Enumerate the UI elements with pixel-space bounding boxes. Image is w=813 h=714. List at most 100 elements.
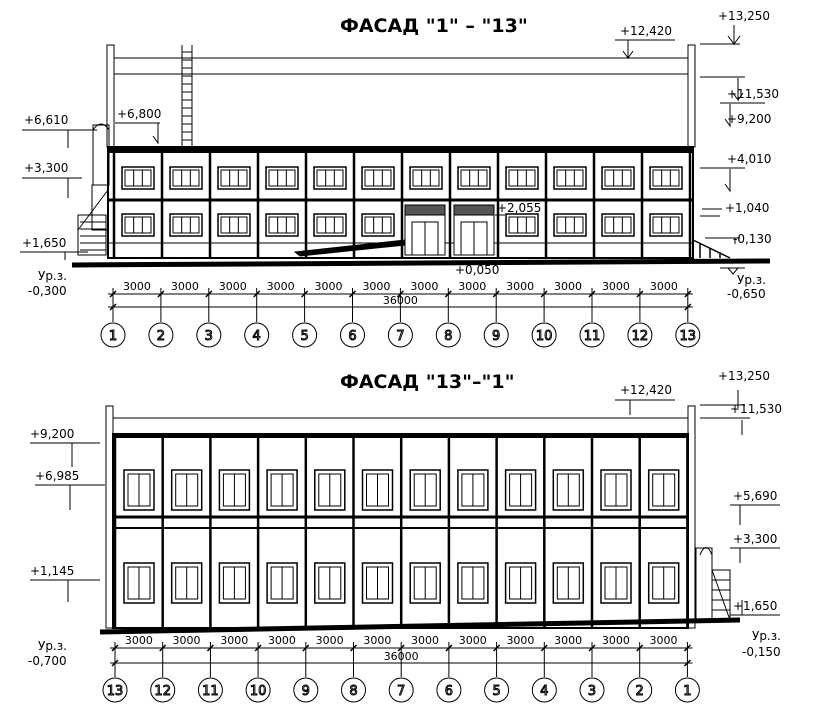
axis-bubble [579, 677, 605, 703]
level-label: +1,040 [725, 201, 769, 215]
axis-label: 8 [444, 329, 452, 344]
axis-bubble [388, 677, 414, 703]
window [121, 166, 155, 190]
window [169, 213, 203, 237]
window [409, 469, 441, 511]
level-label: -0,650 [727, 287, 766, 301]
top-facade [71, 44, 771, 268]
axis-bubble [293, 677, 319, 703]
bottom-right-post [687, 405, 696, 629]
window [123, 562, 155, 604]
axis-label: 7 [396, 329, 404, 344]
window [169, 166, 203, 190]
axis-bubble [387, 322, 413, 348]
total-dimension: 36000 [383, 294, 418, 307]
axis-label: 12 [154, 684, 171, 699]
bay-dimension: 3000 [362, 280, 390, 293]
bay-dimension: 3000 [363, 634, 391, 647]
axis-label: 2 [636, 684, 644, 699]
axis-bubble [627, 322, 653, 348]
axis-bubble [531, 677, 557, 703]
window [217, 213, 251, 237]
level-label: +11,530 [727, 87, 779, 101]
level-label: +6,610 [24, 113, 68, 127]
bottom-facade [99, 405, 741, 635]
window [218, 469, 251, 511]
level-markers [20, 25, 780, 616]
bay-dimension: 3000 [316, 634, 344, 647]
bay-dimension: 3000 [650, 280, 678, 293]
ground-level-value: -0,700 [28, 654, 67, 668]
top-ground-line [71, 258, 771, 268]
bay-dimension: 3000 [650, 634, 678, 647]
level-label: +12,420 [620, 383, 672, 397]
axis-label: 12 [632, 329, 649, 344]
level-label: -0,130 [733, 232, 772, 246]
level-label: +2,055 [497, 201, 541, 215]
window [409, 562, 441, 604]
window [313, 213, 347, 237]
axis-bubble [244, 322, 270, 348]
bay-dimension: 3000 [506, 634, 534, 647]
window [457, 166, 491, 190]
axis-bubble [579, 322, 605, 348]
window [552, 469, 585, 511]
axis-label: 5 [300, 329, 308, 344]
level-label: +9,200 [30, 427, 74, 441]
axis-label: 10 [250, 684, 267, 699]
window [600, 562, 632, 604]
bay-dimension: 3000 [125, 634, 153, 647]
axis-bubble [436, 677, 462, 703]
left-stair [77, 184, 109, 256]
axis-label: 7 [397, 684, 405, 699]
axis-label: 4 [253, 329, 261, 344]
axis-bubble [627, 677, 653, 703]
axis-bubble [531, 322, 557, 348]
bay-dimension: 3000 [458, 280, 486, 293]
level-label: +9,200 [727, 112, 771, 126]
bay-dimension: 3000 [219, 280, 247, 293]
entrance-doors [404, 204, 495, 256]
bay-dimension: 3000 [411, 634, 439, 647]
window [504, 562, 537, 604]
window [361, 166, 395, 190]
axis-bubble [674, 677, 700, 703]
level-label: +5,690 [733, 489, 777, 503]
axis-bubble [245, 677, 271, 703]
axis-bubble [483, 322, 509, 348]
left-rooftop-post [106, 44, 115, 148]
window [553, 166, 587, 190]
window [601, 213, 635, 237]
ground-level-label: Ур.з. [38, 269, 67, 283]
axis-bubble [484, 677, 510, 703]
ground-level-label: Ур.з. [737, 273, 766, 287]
axis-bubble [675, 322, 701, 348]
axis-label: 5 [492, 684, 500, 699]
window [266, 562, 298, 604]
axis-label: 13 [680, 329, 697, 344]
axis-label: 8 [349, 684, 357, 699]
window [601, 166, 635, 190]
ground-level-label: Ур.з. [38, 639, 67, 653]
window [313, 166, 347, 190]
axis-label: 2 [157, 329, 165, 344]
top-facade-title: ФАСАД "1" – "13" [340, 15, 528, 37]
bottom-left-post [105, 405, 114, 629]
bay-dimension: 3000 [268, 634, 296, 647]
total-dimension: 36000 [384, 650, 419, 663]
bay-dimension: 3000 [554, 280, 582, 293]
window [217, 166, 251, 190]
bay-dimension: 3000 [554, 634, 582, 647]
right-rooftop-post [687, 44, 696, 148]
axis-label: 11 [584, 329, 601, 344]
axis-label: 13 [107, 684, 124, 699]
level-label: +1,145 [30, 564, 74, 578]
level-label: +13,250 [718, 9, 770, 23]
axis-bubble [197, 677, 223, 703]
level-label: +6,985 [35, 469, 79, 483]
bay-dimension: 3000 [506, 280, 534, 293]
window [265, 213, 299, 237]
bay-dimension: 3000 [315, 280, 343, 293]
bay-dimension: 3000 [123, 280, 151, 293]
